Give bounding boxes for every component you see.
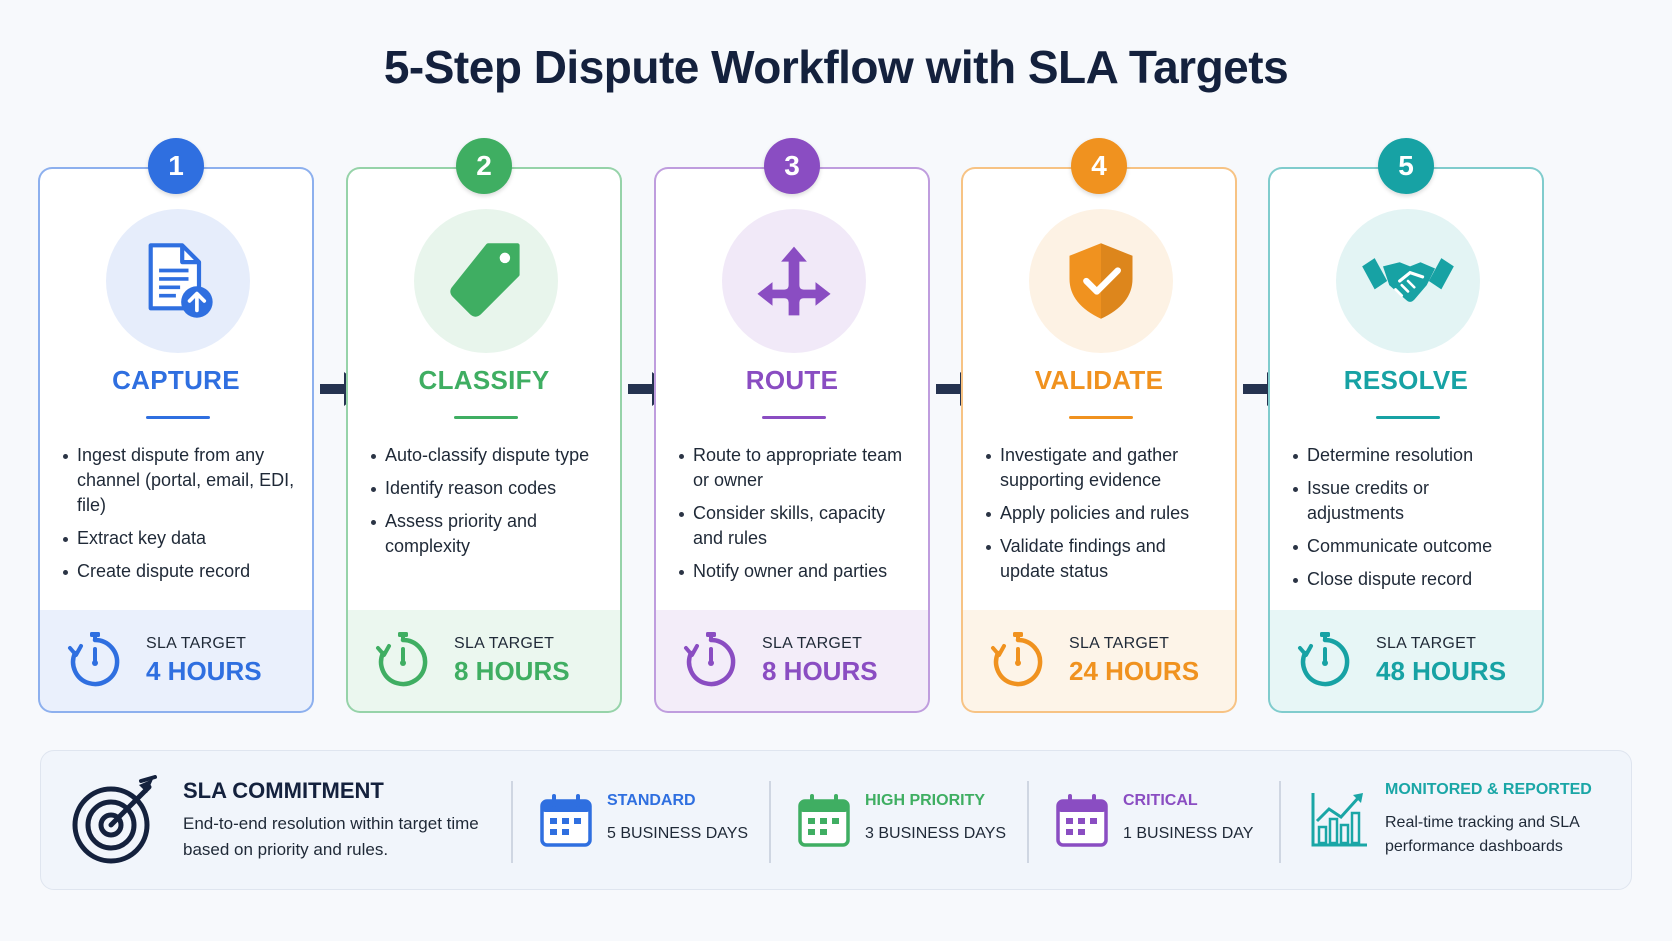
step-number-badge: 5 — [1378, 138, 1434, 194]
step-name: ROUTE — [745, 365, 839, 395]
sla-label: SLA TARGET — [454, 634, 555, 652]
workflow-steps: CAPTURE Ingest dispute from any channel … — [38, 138, 1544, 713]
step-bullet: Auto-classify dispute type — [370, 443, 606, 468]
step-icon-circle — [1029, 209, 1173, 353]
step-bullet: Create dispute record — [62, 559, 298, 584]
step-number-badge: 1 — [148, 138, 204, 194]
step-underline — [454, 416, 518, 419]
sla-label: SLA TARGET — [146, 634, 247, 652]
step-icon-circle — [1336, 209, 1480, 353]
calendar-icon — [540, 794, 592, 847]
route-arrows-icon — [751, 238, 837, 324]
divider — [511, 781, 513, 863]
step-icon-circle — [414, 209, 558, 353]
step-bullet: Validate findings and update status — [985, 534, 1221, 584]
sla-value: 8 HOURS — [762, 655, 878, 686]
step-icon-circle — [722, 209, 866, 353]
divider — [1027, 781, 1029, 863]
stopwatch-icon — [1298, 631, 1350, 686]
document-upload-icon — [136, 239, 220, 323]
step-bullet-list: Ingest dispute from any channel (portal,… — [62, 443, 298, 592]
sla-target-band: SLA TARGET 8 HOURS — [348, 610, 620, 711]
calendar-icon — [1056, 794, 1108, 847]
sla-value: 4 HOURS — [146, 655, 262, 686]
step-underline — [762, 416, 826, 419]
step-number-badge: 2 — [456, 138, 512, 194]
bar-chart-trend-icon — [1311, 793, 1367, 847]
step-underline — [146, 416, 210, 419]
commitment-description: End-to-end resolution within target time… — [183, 814, 479, 859]
step-bullet: Ingest dispute from any channel (portal,… — [62, 443, 298, 518]
tier-name: CRITICAL — [1123, 792, 1198, 809]
stopwatch-icon — [68, 631, 120, 686]
sla-value: 24 HOURS — [1069, 655, 1200, 686]
sla-label: SLA TARGET — [1376, 634, 1477, 652]
sla-label: SLA TARGET — [1069, 634, 1170, 652]
step-name: RESOLVE — [1343, 365, 1469, 395]
sla-label: SLA TARGET — [762, 634, 863, 652]
tier-name: HIGH PRIORITY — [865, 792, 986, 809]
step-bullet: Notify owner and parties — [678, 559, 914, 584]
sla-target-band: SLA TARGET 4 HOURS — [40, 610, 312, 711]
tier-name: STANDARD — [607, 792, 696, 809]
step-bullet: Issue credits or adjustments — [1292, 476, 1528, 526]
divider — [769, 781, 771, 863]
step-bullet: Determine resolution — [1292, 443, 1528, 468]
shield-check-icon — [1059, 239, 1143, 323]
step-number-badge: 3 — [764, 138, 820, 194]
step-name: CLASSIFY — [418, 365, 550, 395]
tier-days: 3 BUSINESS DAYS — [865, 825, 1007, 842]
step-bullet: Apply policies and rules — [985, 501, 1221, 526]
step-bullet: Close dispute record — [1292, 567, 1528, 592]
stopwatch-icon — [376, 631, 428, 686]
monitor-title: MONITORED & REPORTED — [1385, 781, 1592, 798]
sla-target-band: SLA TARGET 8 HOURS — [656, 610, 928, 711]
step-number-badge: 4 — [1071, 138, 1127, 194]
calendar-icon — [798, 794, 850, 847]
tier-days: 1 BUSINESS DAY — [1123, 825, 1254, 842]
step-name: VALIDATE — [1034, 365, 1164, 395]
step-underline — [1376, 416, 1440, 419]
commitment-title: SLA COMMITMENT — [183, 778, 384, 803]
sla-target-band: SLA TARGET 24 HOURS — [963, 610, 1235, 711]
sla-target-band: SLA TARGET 48 HOURS — [1270, 610, 1542, 711]
step-bullet: Assess priority and complexity — [370, 509, 606, 559]
step-bullet: Investigate and gather supporting eviden… — [985, 443, 1221, 493]
tier-days: 5 BUSINESS DAYS — [607, 825, 749, 842]
step-bullet: Consider skills, capacity and rules — [678, 501, 914, 551]
step-bullet: Identify reason codes — [370, 476, 606, 501]
sla-value: 48 HOURS — [1376, 655, 1507, 686]
sla-commitment-panel: SLA COMMITMENT End-to-end resolution wit… — [40, 750, 1632, 890]
monitor-description: Real-time tracking and SLA performance d… — [1385, 814, 1579, 855]
tag-icon — [444, 239, 528, 323]
step-bullet-list: Investigate and gather supporting eviden… — [985, 443, 1221, 592]
page-title: 5-Step Dispute Workflow with SLA Targets — [383, 41, 1289, 93]
step-bullet: Route to appropriate team or owner — [678, 443, 914, 493]
sla-value: 8 HOURS — [454, 655, 570, 686]
handshake-icon — [1358, 239, 1458, 323]
step-name: CAPTURE — [112, 365, 240, 395]
step-card-capture: CAPTURE Ingest dispute from any channel … — [38, 167, 314, 713]
step-bullet: Communicate outcome — [1292, 534, 1528, 559]
stopwatch-icon — [991, 631, 1043, 686]
divider — [1279, 781, 1281, 863]
step-card-route: ROUTE Route to appropriate team or owner… — [654, 167, 930, 713]
step-card-validate: VALIDATE Investigate and gather supporti… — [961, 167, 1237, 713]
step-icon-circle — [106, 209, 250, 353]
stopwatch-icon — [684, 631, 736, 686]
step-bullet: Extract key data — [62, 526, 298, 551]
target-arrow-icon — [72, 775, 157, 864]
step-underline — [1069, 416, 1133, 419]
